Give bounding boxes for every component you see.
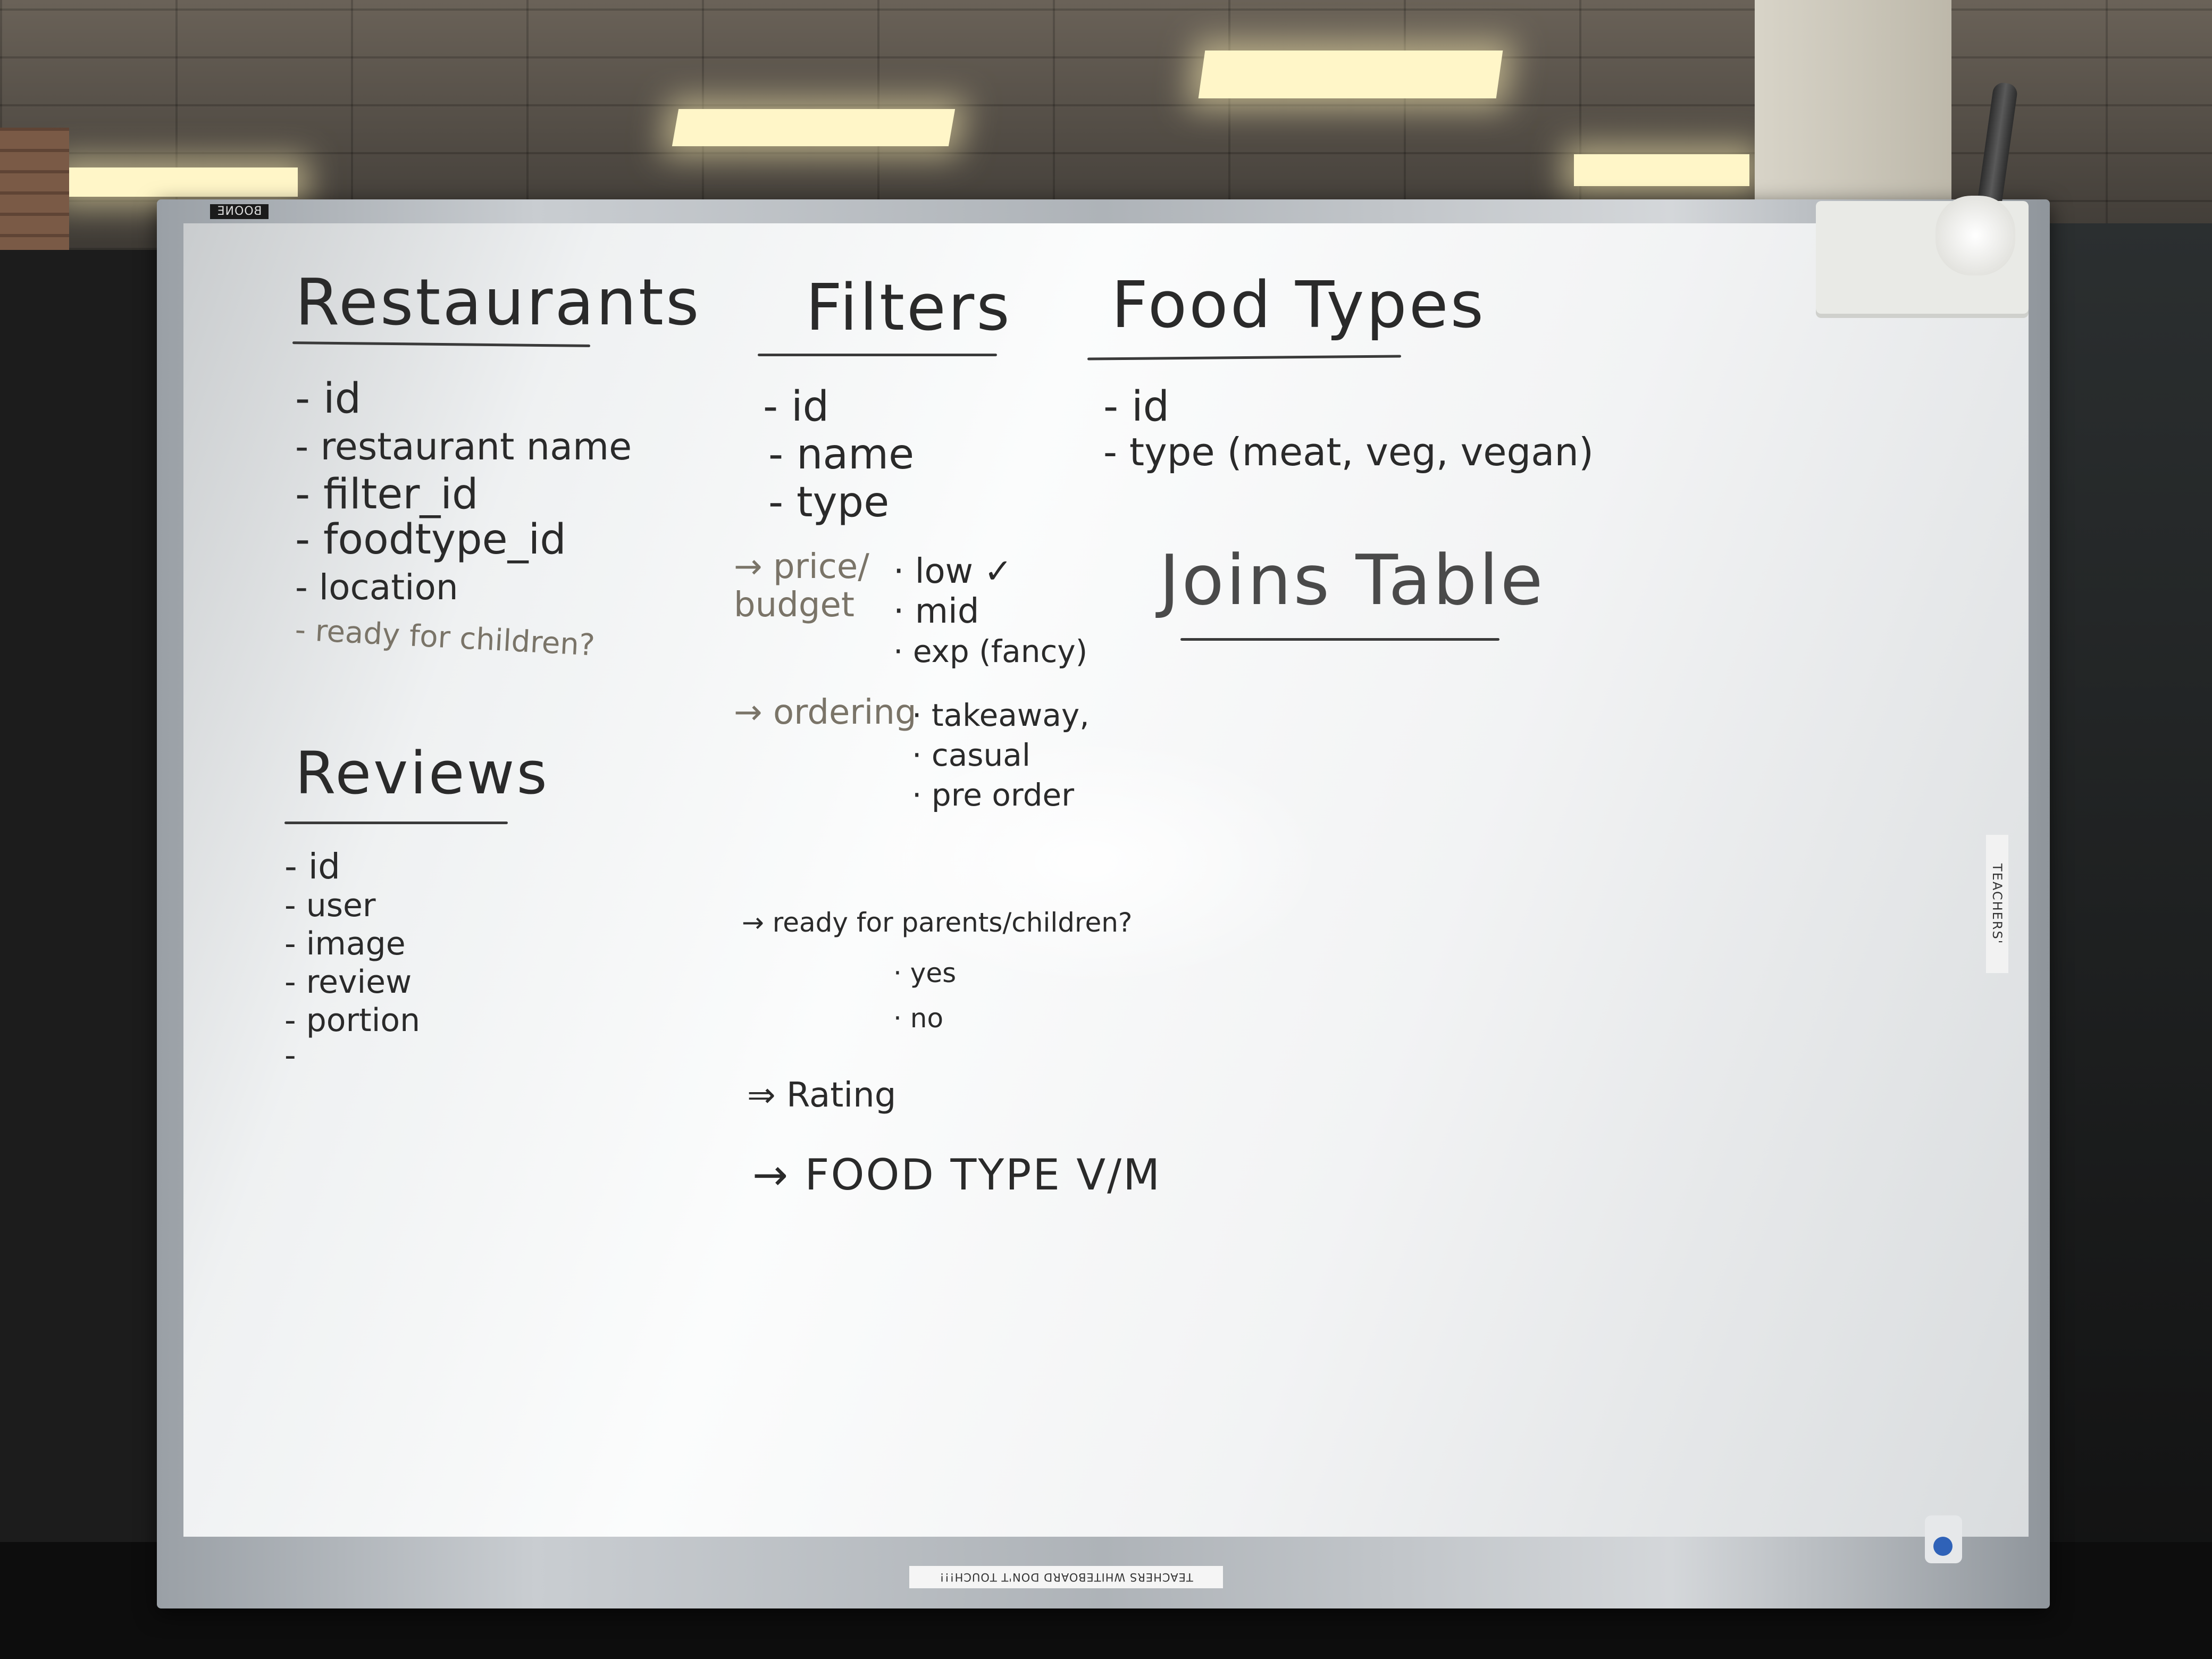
review-field: - review	[284, 963, 412, 1001]
filter-rating: ⇒ Rating	[747, 1076, 896, 1115]
restaurants-underline	[292, 341, 591, 347]
food-type-field: - type (meat, veg, vegan)	[1103, 430, 1594, 474]
filter-option: · mid	[893, 592, 979, 631]
office-background-left	[0, 250, 175, 1659]
brand-label: BOONE	[210, 204, 269, 219]
reviews-heading: Reviews	[295, 739, 549, 807]
filter-food-type: → FOOD TYPE V/M	[752, 1150, 1162, 1200]
ceiling-light	[1574, 154, 1749, 186]
filters-underline	[758, 354, 997, 356]
filter-group-price: → price/ budget	[734, 547, 869, 625]
eraser-logo	[1933, 1537, 1953, 1556]
bottom-label: TEACHERS WHITEBOARD DON'T TOUCH!!!	[909, 1566, 1223, 1588]
review-field: - portion	[284, 1002, 421, 1039]
side-label: TEACHERS'	[1986, 835, 2008, 973]
whiteboard: Restaurants - id - restaurant name - fil…	[183, 223, 2029, 1537]
filter-group-ready: → ready for parents/children?	[742, 907, 1133, 938]
pillar	[1755, 0, 1951, 223]
review-field: -	[284, 1037, 296, 1074]
review-field: - user	[284, 887, 376, 924]
eraser[interactable]	[1925, 1515, 1962, 1563]
restaurant-field: - restaurant name	[295, 425, 632, 468]
filter-field: - id	[763, 383, 830, 431]
restaurant-field: - id	[295, 375, 362, 423]
filter-option: · exp (fancy)	[893, 633, 1088, 669]
reviews-underline	[284, 822, 508, 824]
marker-tray	[1816, 196, 2039, 323]
filter-option: · casual	[912, 737, 1030, 773]
food-type-field: - id	[1103, 383, 1170, 431]
joins-table-underline	[1180, 638, 1499, 641]
restaurant-field: - filter_id	[295, 471, 479, 518]
joins-table-heading: Joins Table	[1159, 540, 1545, 621]
review-field: - image	[284, 925, 406, 962]
restaurant-field: - location	[295, 567, 458, 608]
ceiling-light	[672, 109, 956, 146]
tissue	[1936, 196, 2015, 275]
restaurant-field: - ready for children?	[294, 613, 596, 663]
ceiling-light	[64, 167, 298, 197]
restaurants-heading: Restaurants	[295, 266, 701, 340]
filters-heading: Filters	[806, 271, 1012, 345]
ceiling-light	[1198, 51, 1503, 98]
filter-group-ordering: → ordering	[734, 693, 917, 732]
food-types-heading: Food Types	[1111, 269, 1486, 342]
filter-field: - name	[768, 431, 915, 479]
filter-option: · yes	[893, 958, 957, 988]
review-field: - id	[284, 846, 341, 887]
filter-option: · no	[893, 1003, 944, 1034]
food-types-underline	[1087, 355, 1402, 361]
filter-field: - type	[768, 479, 890, 526]
filter-option: · low ✓	[893, 552, 1012, 591]
filter-option: · takeaway,	[912, 697, 1090, 733]
filter-option: · pre order	[912, 777, 1075, 813]
restaurant-field: - foodtype_id	[295, 516, 566, 564]
